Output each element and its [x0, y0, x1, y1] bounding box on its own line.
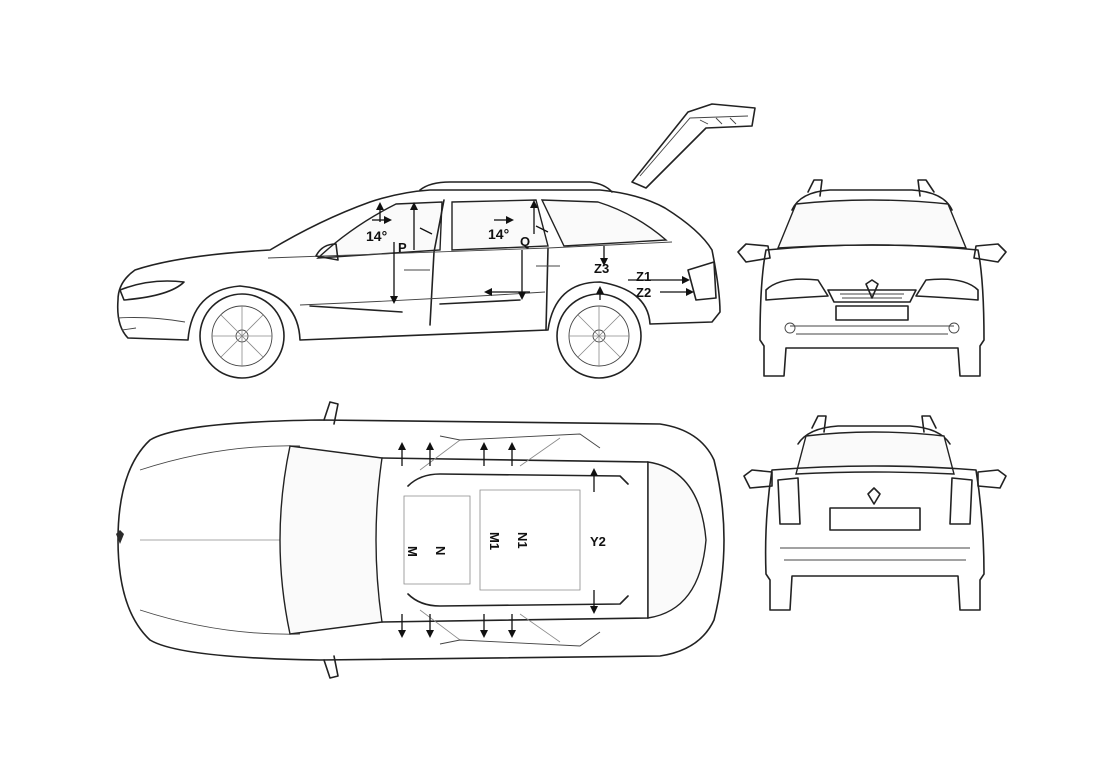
label-Y2: Y2 [590, 534, 606, 549]
top-view: M N M1 N1 Y2 [116, 401, 725, 679]
rear-window [795, 431, 955, 475]
windscreen [776, 199, 968, 249]
front-body-outline [759, 244, 985, 377]
rear-body-outline [764, 465, 985, 611]
side-view: 14° 14° P Q Z3 Z1 Z2 [116, 103, 756, 379]
rear-view [743, 415, 1007, 611]
angle-label-front: 14° [366, 228, 387, 244]
quarter-window [540, 199, 668, 247]
label-Z3: Z3 [594, 261, 609, 276]
label-Z2: Z2 [636, 285, 651, 300]
label-M: M [405, 546, 420, 557]
roof-rail [419, 181, 613, 193]
side-body-outline [116, 189, 721, 341]
label-M1: M1 [487, 532, 502, 550]
front-headlight-right [915, 278, 979, 301]
label-P: P [398, 240, 407, 255]
label-Z1: Z1 [636, 269, 651, 284]
rear-side-window [451, 199, 549, 251]
top-body-outline [117, 419, 725, 661]
angle-label-rear: 14° [488, 226, 509, 242]
front-view [737, 179, 1007, 377]
label-N: N [433, 546, 448, 555]
top-windscreen [279, 445, 383, 635]
front-side-window [316, 201, 443, 259]
open-tailgate [631, 103, 756, 189]
rear-wheel [556, 293, 642, 379]
label-Q: Q [520, 234, 530, 249]
rear-lamp-right [949, 477, 973, 525]
front-headlight-left [765, 278, 829, 301]
side-headlight [119, 280, 185, 301]
front-wheel [199, 293, 285, 379]
label-N1: N1 [515, 532, 530, 549]
rear-lamp-left [777, 477, 801, 525]
top-rear-window [647, 461, 707, 619]
